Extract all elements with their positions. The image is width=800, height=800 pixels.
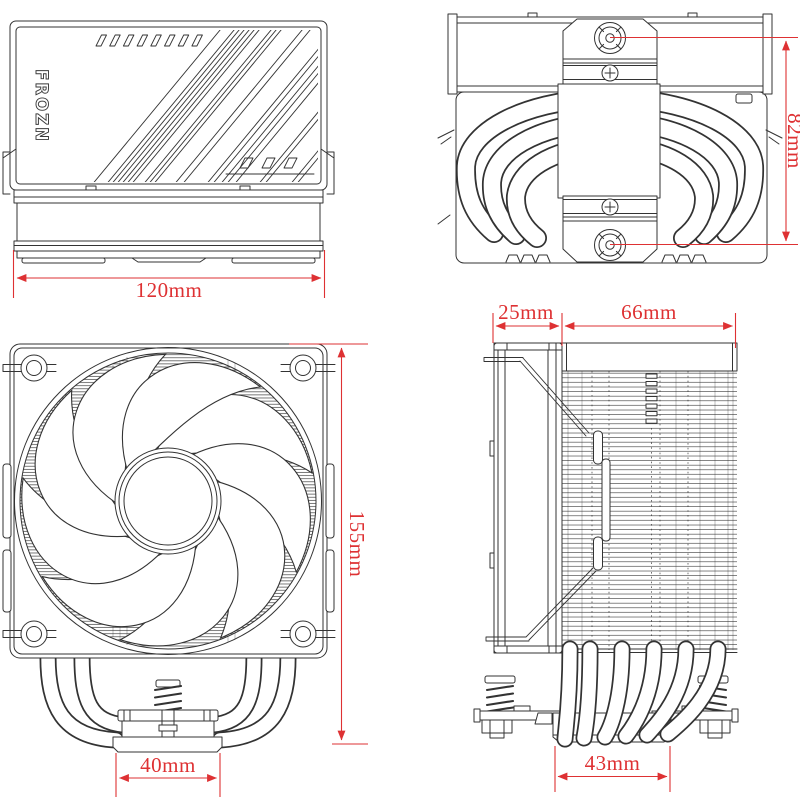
dim-width-label: 120mm bbox=[136, 278, 203, 302]
fan-corner-screw-icon bbox=[289, 620, 317, 648]
fan-corner-screw-icon bbox=[20, 354, 48, 382]
heatpipe-solder-ladder bbox=[645, 373, 658, 424]
base-assembly-front bbox=[112, 679, 223, 753]
mounting-bracket-top bbox=[562, 18, 658, 85]
dimension-side-base-43mm: 43mm bbox=[554, 746, 671, 792]
side-view: 25mm 66mm 43mm bbox=[473, 300, 739, 792]
fin-stack-side bbox=[561, 342, 738, 653]
cover-diagonal-stripes bbox=[93, 30, 318, 182]
spring-coil bbox=[153, 684, 183, 714]
dimension-fin-depth-66mm: 66mm bbox=[564, 300, 737, 348]
plate-tab bbox=[735, 93, 753, 104]
fan-wire-clip bbox=[483, 357, 611, 642]
top-view: 82mm bbox=[437, 12, 800, 264]
dimension-width-120mm: 120mm bbox=[12, 250, 326, 302]
dimension-height-155mm: 155mm bbox=[289, 343, 369, 745]
heatpipes-side bbox=[565, 649, 718, 739]
fan-corner-screw-icon bbox=[20, 620, 48, 648]
phillips-screw-icon bbox=[601, 64, 619, 82]
spring-coil bbox=[485, 684, 515, 713]
heatpipe-block bbox=[557, 83, 661, 199]
fin-lines bbox=[562, 371, 737, 652]
side-fan-body bbox=[489, 342, 563, 654]
dim-fin-depth-label: 66mm bbox=[621, 300, 677, 324]
dim-fan-thickness-label: 25mm bbox=[498, 300, 554, 324]
cover-side-clip-right bbox=[320, 148, 335, 195]
dimension-fan-thickness-25mm: 25mm bbox=[492, 300, 563, 346]
top-cover-view: FROZN 120mm bbox=[2, 20, 335, 302]
dim-height-label: 155mm bbox=[345, 511, 369, 578]
cover-side-clip-left bbox=[2, 148, 17, 195]
dimension-depth-82mm: 82mm bbox=[610, 36, 800, 246]
dim-depth-label: 82mm bbox=[783, 113, 800, 169]
cover-base bbox=[13, 185, 324, 264]
fan-hub bbox=[114, 447, 222, 555]
front-view: 155mm 40mm bbox=[0, 326, 369, 797]
spring-screw-cap bbox=[484, 675, 516, 684]
fan-corner-screw-icon bbox=[289, 354, 317, 382]
phillips-screw-icon bbox=[601, 198, 619, 216]
brand-logo: FROZN bbox=[32, 69, 51, 143]
dimension-front-base-40mm: 40mm bbox=[115, 753, 221, 797]
mounting-bracket-bottom bbox=[562, 195, 658, 263]
dim-side-base-label: 43mm bbox=[585, 751, 641, 775]
fan-assembly bbox=[0, 326, 348, 680]
cover-vent-slots bbox=[95, 34, 203, 47]
dim-front-base-label: 40mm bbox=[140, 753, 196, 777]
cover-corner-slots bbox=[239, 157, 298, 169]
fin-top-cover bbox=[561, 342, 738, 372]
mounting-clip-pins bbox=[437, 129, 783, 225]
